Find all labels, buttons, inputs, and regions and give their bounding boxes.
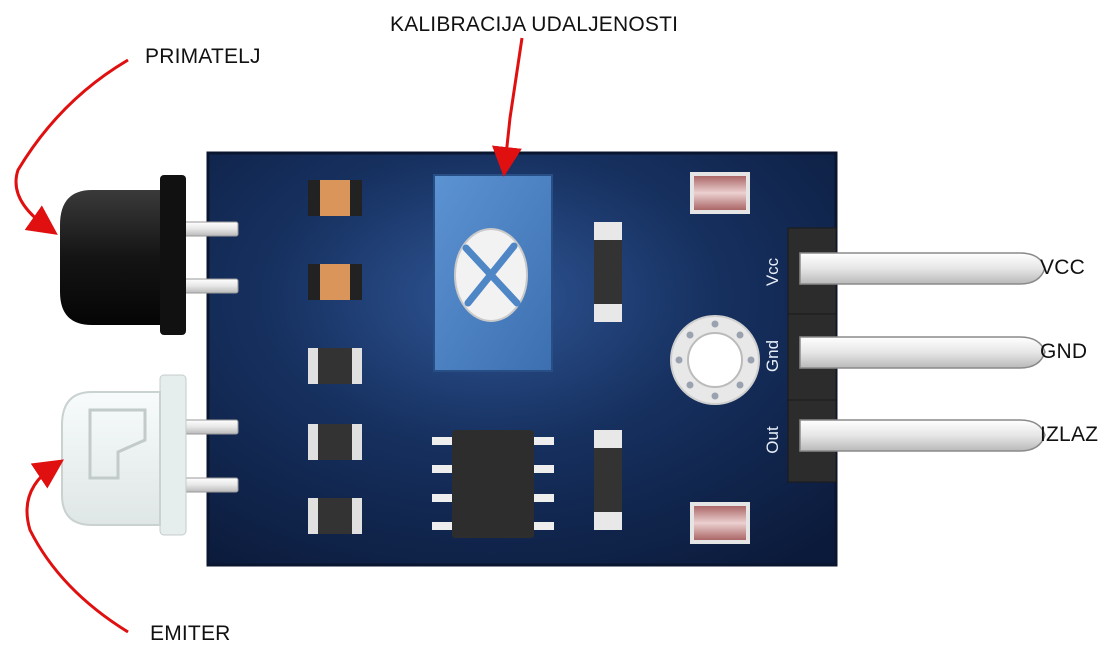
receiver-lead-2: [177, 278, 239, 294]
label-izlaz: IZLAZ: [1040, 423, 1099, 446]
pin-out: [799, 419, 1046, 452]
smd-column-middle: [594, 222, 622, 530]
emitter-inner-frame: [88, 408, 147, 480]
ic-chip: [432, 430, 554, 538]
smd-column-left: [308, 180, 362, 534]
receiver-lead-1: [177, 221, 239, 237]
label-gnd: GND: [1040, 340, 1088, 363]
smd-column-right: [690, 172, 750, 544]
receiver-flange: [160, 175, 186, 335]
pin-header: [787, 227, 1046, 483]
label-emiter: EMITER: [150, 622, 231, 645]
resistor-pink-1: [690, 172, 750, 214]
silk-vcc: Vcc: [763, 257, 782, 286]
label-primatelj: PRIMATELJ: [145, 45, 261, 68]
mounting-hole: [670, 315, 760, 405]
emitter-dome: [61, 391, 161, 526]
receiver-led: [60, 175, 239, 335]
potentiometer: [433, 174, 553, 372]
silk-gnd: Gnd: [763, 340, 782, 372]
silk-out: Out: [763, 426, 782, 454]
emitter-lead-1: [177, 419, 239, 435]
emitter-lead-2: [177, 477, 239, 493]
arrow-primatelj: [14, 58, 129, 235]
emitter-flange: [159, 374, 187, 536]
annotation-arrows: [14, 37, 524, 634]
ic-body: [452, 430, 534, 538]
arrow-emiter: [25, 459, 129, 634]
receiver-dome: [60, 190, 160, 325]
arrow-kalibracija: [491, 37, 524, 177]
pin-vcc: [799, 252, 1046, 285]
resistor-pink-2: [690, 502, 750, 544]
label-kalibracija: KALIBRACIJA UDALJENOSTI: [390, 13, 679, 36]
pin-gnd: [799, 336, 1046, 369]
label-vcc: VCC: [1040, 256, 1085, 279]
emitter-led: [61, 374, 239, 536]
